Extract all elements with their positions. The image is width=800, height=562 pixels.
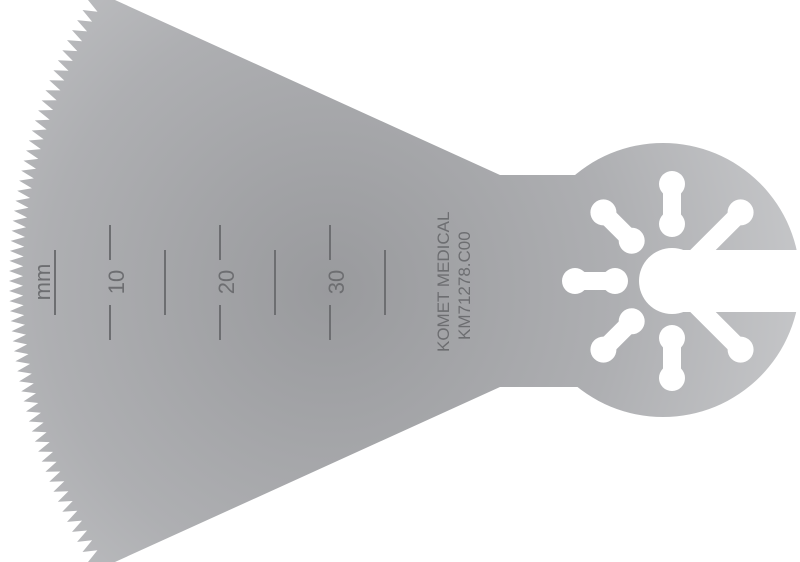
blade-body: [9, 0, 500, 562]
ruler-label-30: 30: [324, 270, 349, 294]
brand-engraving: KOMET MEDICAL: [434, 212, 453, 352]
model-engraving: KM71278.C00: [455, 231, 474, 340]
ruler-unit: mm: [30, 264, 55, 301]
ruler-label-10: 10: [104, 270, 129, 294]
blade-neck: [495, 175, 605, 387]
ruler: [54, 225, 386, 340]
ruler-label-20: 20: [214, 270, 239, 294]
